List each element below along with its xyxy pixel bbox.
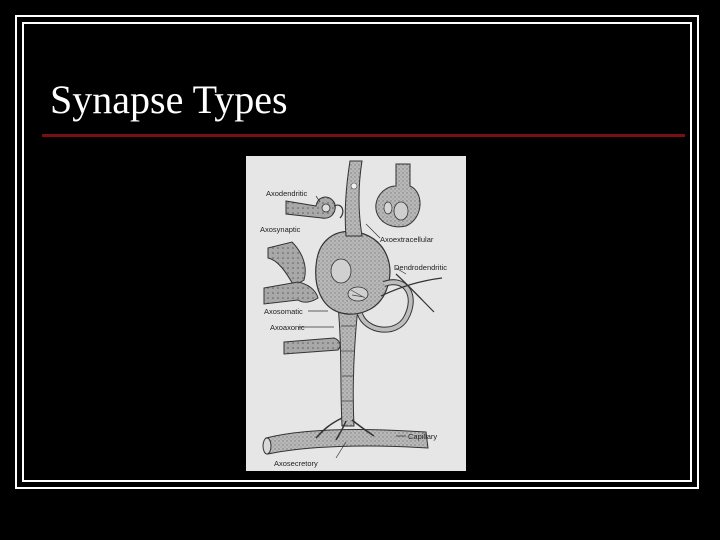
axodendritic-terminal bbox=[285, 196, 336, 219]
slide-outer-border bbox=[15, 15, 699, 489]
label-capillary: Capillary bbox=[408, 432, 437, 441]
label-axoaxonic: Axoaxonic bbox=[270, 323, 305, 332]
cell-body bbox=[315, 230, 391, 315]
slide-inner-border bbox=[22, 22, 692, 482]
apical-dendrite bbox=[344, 160, 363, 237]
capillary bbox=[265, 429, 429, 455]
label-axosomatic: Axosomatic bbox=[264, 307, 303, 316]
axoaxonic-terminal bbox=[283, 337, 341, 355]
slide-title: Synapse Types bbox=[50, 77, 288, 122]
axosomatic-terminal bbox=[263, 281, 319, 305]
axon-shaft bbox=[337, 305, 359, 427]
axosynaptic-terminal bbox=[267, 241, 306, 287]
label-axosecretory: Axosecretory bbox=[274, 459, 318, 468]
label-axodendritic: Axodendritic bbox=[266, 189, 308, 198]
synapse-types-diagram: Axodendritic Axosynaptic Axoextracellula… bbox=[246, 156, 466, 471]
title-underline bbox=[42, 134, 685, 137]
label-axosynaptic: Axosynaptic bbox=[260, 225, 301, 234]
label-axoextracellular: Axoextracellular bbox=[380, 235, 434, 244]
label-dendrodendritic: Dendrodendritic bbox=[394, 263, 447, 272]
synapse-diagram-svg: Axodendritic Axosynaptic Axoextracellula… bbox=[260, 160, 447, 468]
